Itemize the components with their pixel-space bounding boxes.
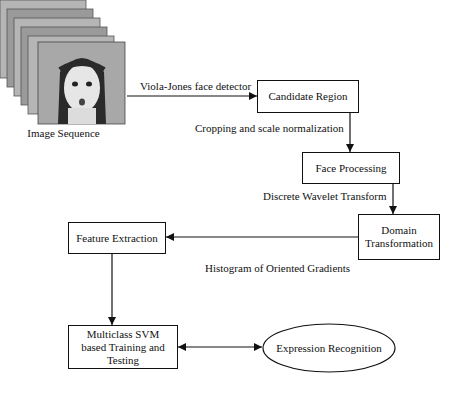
node-text: Feature Extraction bbox=[76, 232, 158, 245]
flow-arrow bbox=[127, 95, 257, 96]
node-text: Candidate Region bbox=[268, 90, 347, 103]
edge-label: Viola-Jones face detector bbox=[140, 80, 251, 93]
process-box: Domain Transformation bbox=[358, 214, 440, 260]
process-box: Candidate Region bbox=[257, 80, 359, 113]
flow-arrow bbox=[349, 113, 350, 152]
edge-label: Histogram of Oriented Gradients bbox=[205, 262, 350, 275]
node-text: Expression Recognition bbox=[276, 342, 381, 355]
image-sequence: Image Sequence bbox=[0, 0, 127, 140]
node-text: Multiclass SVM based Training and Testin… bbox=[73, 328, 173, 367]
flow-arrow bbox=[392, 184, 393, 214]
node-text: Domain Transformation bbox=[363, 224, 435, 250]
flow-arrow bbox=[111, 254, 112, 325]
flow-arrow bbox=[178, 346, 262, 347]
edge-label: Cropping and scale normalization bbox=[195, 122, 344, 135]
image-sequence-illustration bbox=[0, 0, 127, 140]
process-box: Multiclass SVM based Training and Testin… bbox=[68, 325, 178, 369]
node-text: Image Sequence bbox=[27, 127, 99, 140]
process-box: Feature Extraction bbox=[68, 222, 166, 254]
output-ellipse: Expression Recognition bbox=[262, 323, 396, 373]
flow-arrow bbox=[166, 236, 358, 237]
edge-label: Discrete Wavelet Transform bbox=[263, 190, 387, 203]
node-text: Face Processing bbox=[315, 162, 386, 175]
process-box: Face Processing bbox=[302, 152, 400, 184]
